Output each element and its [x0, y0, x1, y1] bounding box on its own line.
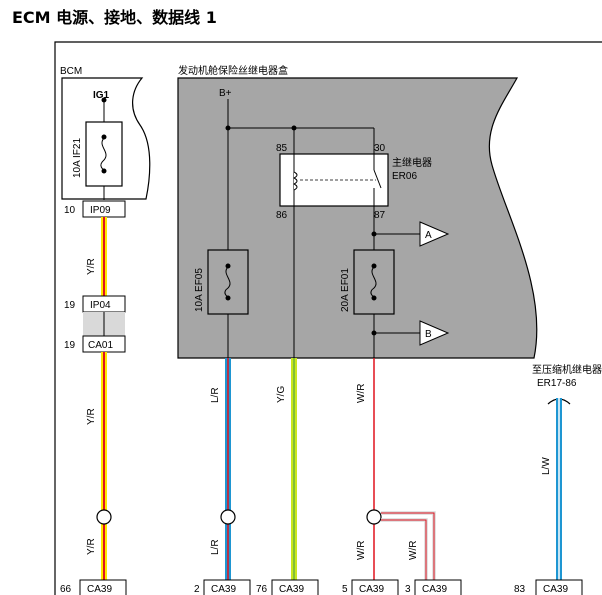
fuse-ef01-box: [353, 249, 395, 315]
bcm-pin-label: 10: [64, 205, 76, 216]
wire-lw-label: L/W: [541, 457, 552, 475]
fuse-ef01-label: 20A EF01: [340, 268, 351, 312]
fuse-node: [371, 263, 377, 269]
relay-pin-85: 85: [276, 143, 288, 154]
bcm-label: BCM: [60, 66, 82, 77]
wire-lr-lower-label: L/R: [210, 539, 221, 555]
bcm-fuse-box: [85, 121, 123, 187]
connector-ca39-3: [414, 579, 462, 595]
fuse-symbol: [224, 266, 231, 298]
arrow-b: [419, 320, 450, 346]
ca39-pin-2: 2: [194, 584, 200, 595]
ca39-pin-66: 66: [60, 584, 72, 595]
fuse-symbol: [370, 266, 377, 298]
connector-ip09-label: IP09: [90, 205, 111, 216]
compressor-relay-label: 至压缩机继电器: [532, 363, 602, 376]
wire-yr-upper-label: Y/R: [86, 258, 97, 275]
bcm-ig-label: IG1: [93, 90, 110, 101]
b-plus-label: B+: [219, 88, 232, 99]
arrow-b-label: B: [425, 329, 432, 340]
ip04-pin-label: 19: [64, 300, 76, 311]
ca39-pin-5: 5: [342, 584, 348, 595]
page-title: ECM 电源、接地、数据线 1: [12, 8, 217, 27]
splice-lr: [220, 509, 236, 525]
bcm-ig-node: [101, 97, 107, 103]
ca01-pin-label: 19: [64, 340, 76, 351]
relay-box-label: 发动机舱保险丝继电器盒: [178, 64, 288, 77]
connector-ip04-label: IP04: [90, 300, 111, 311]
wire-wr-lower-label-2: W/R: [408, 541, 419, 560]
ca39-name-3: CA39: [422, 584, 447, 595]
ca39-pin-83: 83: [514, 584, 526, 595]
wire-wr-branch-2: [381, 518, 428, 580]
ca39-pin-76: 76: [256, 584, 268, 595]
diagram-frame: [54, 41, 602, 595]
relay-switch-arm: [373, 169, 382, 189]
relay-name: 主继电器: [392, 156, 432, 169]
connector-ca39-76: [271, 579, 319, 595]
connector-ca39-5: [351, 579, 399, 595]
wire-wr-branch-stripe: [381, 512, 435, 580]
wire-wr-branch-2-stripe: [381, 519, 427, 580]
fuse-ef05-label: 10A EF05: [194, 268, 205, 312]
connector-ca01-label: CA01: [88, 340, 113, 351]
wire-lr-label: L/R: [210, 387, 221, 403]
connector-ca39-2: [203, 579, 251, 595]
compressor-relay-id: ER17-86: [537, 378, 577, 389]
ca39-name-76: CA39: [279, 584, 304, 595]
relay-pin-86: 86: [276, 210, 288, 221]
ca39-pin-3: 3: [405, 584, 411, 595]
splice-yr: [96, 509, 112, 525]
wire-wr-lower-label-1: W/R: [356, 541, 367, 560]
connector-ca39-83: [535, 579, 583, 595]
fuse-symbol: [100, 137, 107, 171]
splice-wr: [366, 509, 382, 525]
relay-coil: [292, 171, 298, 191]
fuse-ef05-box: [207, 249, 249, 315]
relay-pin-87: 87: [374, 210, 386, 221]
relay-box: [177, 77, 538, 359]
wire-yr-lower-label: Y/R: [86, 538, 97, 555]
ca39-name-83: CA39: [543, 584, 568, 595]
wire-yg-label: Y/G: [276, 386, 287, 403]
fuse-node: [225, 263, 231, 269]
ca39-name-5: CA39: [359, 584, 384, 595]
wire-yr-mid-label: Y/R: [86, 408, 97, 425]
bcm-fuse-label: 10A IF21: [72, 138, 83, 178]
relay-id: ER06: [392, 171, 417, 182]
arrow-a-label: A: [425, 230, 432, 241]
ca39-name-66: CA39: [87, 584, 112, 595]
relay-pin-30: 30: [374, 143, 386, 154]
fuse-node: [101, 134, 107, 140]
arrow-a: [419, 221, 450, 247]
ca39-name-2: CA39: [211, 584, 236, 595]
wire-wr-label: W/R: [356, 384, 367, 403]
connector-ca39-66: [79, 579, 127, 595]
